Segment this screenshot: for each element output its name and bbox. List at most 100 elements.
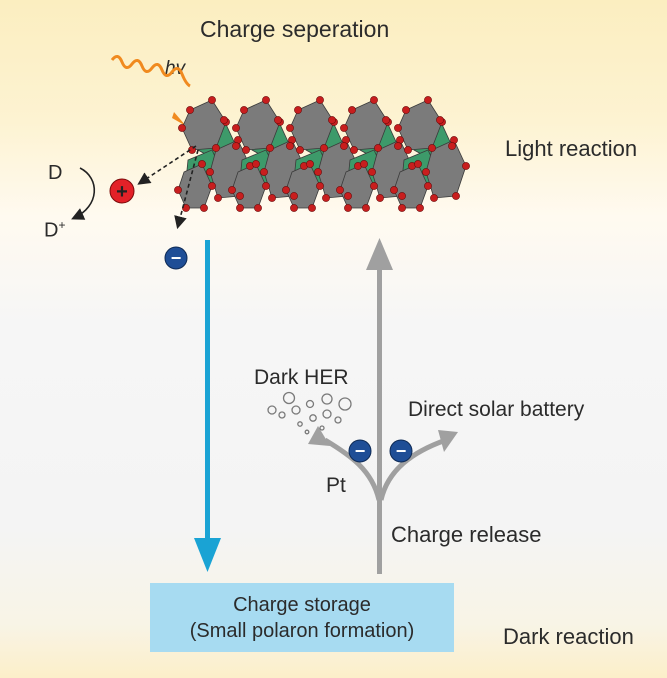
oxygen-atom: [174, 186, 182, 194]
oxygen-atom: [436, 116, 444, 124]
oxygen-atom: [306, 160, 314, 168]
oxygen-atom: [360, 160, 368, 168]
oxygen-atom: [340, 142, 348, 150]
oxygen-atom: [296, 146, 304, 154]
oxygen-atom: [336, 186, 344, 194]
oxygen-atom: [394, 124, 402, 132]
oxygen-atom: [268, 194, 276, 202]
oxygen-atom: [186, 106, 194, 114]
oxygen-atom: [430, 194, 438, 202]
oxygen-atom: [362, 204, 370, 212]
oxygen-atom: [462, 162, 470, 170]
oxygen-atom: [404, 146, 412, 154]
oxygen-atom: [232, 142, 240, 150]
oxygen-atom: [220, 116, 228, 124]
oxygen-atom: [286, 142, 294, 150]
oxygen-atom: [390, 186, 398, 194]
oxygen-atom: [228, 186, 236, 194]
oxygen-atom: [394, 142, 402, 150]
oxygen-atom: [206, 168, 214, 176]
photon-arrow: [110, 55, 191, 126]
oxygen-atom: [348, 106, 356, 114]
oxygen-atom: [242, 146, 250, 154]
oxygen-atom: [398, 192, 406, 200]
charge-storage-line2: (Small polaron formation): [189, 619, 415, 642]
oxygen-atom: [290, 192, 298, 200]
oxygen-atom: [214, 194, 222, 202]
charge-storage-arrow: [194, 240, 221, 572]
oxygen-atom: [416, 204, 424, 212]
light-reaction-label: Light reaction: [505, 136, 638, 161]
oxygen-atom: [424, 96, 432, 104]
oxygen-atom: [314, 168, 322, 176]
oxygen-atom: [254, 204, 262, 212]
electron-symbol-top: −: [171, 248, 182, 268]
oxygen-atom: [398, 204, 406, 212]
electron-symbol-left: −: [355, 441, 366, 461]
oxidized-donor-text: D: [44, 219, 59, 242]
oxygen-atom: [252, 160, 260, 168]
oxygen-atom: [262, 96, 270, 104]
oxygen-atom: [266, 144, 274, 152]
oxygen-atom: [208, 96, 216, 104]
oxygen-atom: [316, 182, 324, 190]
oxygen-atom: [452, 192, 460, 200]
oxygen-atom: [448, 142, 456, 150]
electron-charge-left: −: [348, 439, 372, 463]
oxygen-atom: [200, 204, 208, 212]
oxygen-atom: [414, 160, 422, 168]
oxygen-atom: [382, 116, 390, 124]
oxygen-atom: [350, 146, 358, 154]
pt-label: Pt: [326, 474, 346, 497]
oxidized-donor-label: D+: [44, 218, 65, 243]
oxygen-atom: [374, 144, 382, 152]
electron-transfer-arrow: [174, 149, 199, 230]
oxidized-donor-charge: +: [58, 218, 66, 232]
oxygen-atom: [370, 182, 378, 190]
oxygen-atom: [182, 204, 190, 212]
oxygen-atom: [340, 124, 348, 132]
oxygen-atom: [368, 168, 376, 176]
electron-charge-top: −: [164, 246, 188, 270]
oxygen-atom: [282, 186, 290, 194]
oxygen-atom: [236, 204, 244, 212]
charge-release-label: Charge release: [391, 522, 542, 547]
oxygen-atom: [370, 96, 378, 104]
oxygen-atom: [294, 106, 302, 114]
oxygen-atom: [428, 144, 436, 152]
electron-charge-right: −: [389, 439, 413, 463]
oxygen-atom: [232, 124, 240, 132]
oxygen-atom: [320, 144, 328, 152]
charge-release-arrow: [308, 238, 458, 574]
charge-storage-line1: Charge storage: [233, 593, 371, 616]
oxygen-atom: [402, 106, 410, 114]
oxygen-atom: [262, 182, 270, 190]
oxygen-atom: [212, 144, 220, 152]
dark-her-label: Dark HER: [254, 366, 349, 389]
oxygen-atom: [316, 96, 324, 104]
electron-symbol-right: −: [396, 441, 407, 461]
oxygen-atom: [322, 194, 330, 202]
hydrogen-bubbles: [267, 391, 352, 435]
oxygen-atom: [424, 182, 432, 190]
donor-oxidation-arrow: [71, 167, 96, 220]
oxygen-atom: [344, 192, 352, 200]
oxygen-atom: [236, 192, 244, 200]
oxygen-atom: [344, 204, 352, 212]
oxygen-atom: [422, 168, 430, 176]
hole-charge: +: [109, 178, 135, 204]
oxygen-atom: [376, 194, 384, 202]
dark-reaction-label: Dark reaction: [503, 624, 634, 649]
oxygen-atom: [290, 204, 298, 212]
oxygen-atom: [178, 124, 186, 132]
oxygen-atom: [328, 116, 336, 124]
oxygen-atom: [286, 124, 294, 132]
polyoxometalate-crystal: [174, 96, 470, 212]
direct-solar-battery-label: Direct solar battery: [408, 398, 585, 421]
donor-label: D: [48, 162, 63, 184]
oxygen-atom: [208, 182, 216, 190]
oxygen-atom: [240, 106, 248, 114]
oxygen-atom: [198, 160, 206, 168]
